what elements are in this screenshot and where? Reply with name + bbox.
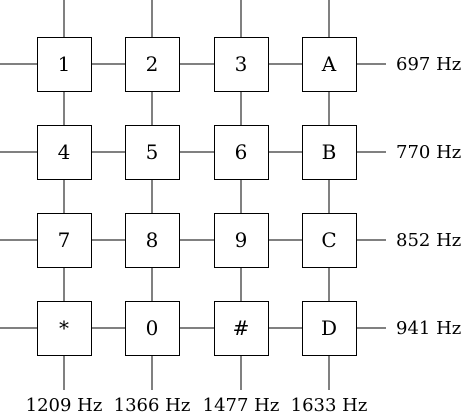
row-frequency-label: 770 Hz: [396, 142, 461, 163]
keypad-keys: 1 2 3 A 4 5 6 B 7 8 9 C * 0 # D: [37, 37, 357, 356]
row-frequency-labels: 697 Hz 770 Hz 852 Hz 941 Hz: [396, 54, 461, 339]
key-label: C: [321, 228, 336, 252]
key-box: [37, 37, 92, 92]
key-label: 1: [58, 52, 71, 76]
key-box: [214, 37, 269, 92]
row-frequency-label: 941 Hz: [396, 318, 461, 339]
key-box: [214, 301, 269, 356]
key-box: [37, 301, 92, 356]
key-box: [302, 37, 357, 92]
key-box: [125, 301, 180, 356]
key-box: [302, 213, 357, 268]
column-frequency-label: 1477 Hz: [203, 395, 280, 416]
key-label: 6: [235, 140, 248, 164]
key-box: [302, 301, 357, 356]
key-label: 7: [58, 228, 71, 252]
key-label: 3: [235, 52, 248, 76]
row-frequency-label: 697 Hz: [396, 54, 461, 75]
key-box: [125, 213, 180, 268]
key-label: #: [233, 316, 250, 340]
key-label: D: [321, 316, 337, 340]
key-box: [37, 213, 92, 268]
key-label: 4: [58, 140, 71, 164]
key-label: 0: [146, 316, 159, 340]
key-box: [214, 125, 269, 180]
key-label: 9: [235, 228, 248, 252]
key-box: [125, 125, 180, 180]
key-box: [37, 125, 92, 180]
key-label: 8: [146, 228, 159, 252]
key-box: [214, 213, 269, 268]
key-label: A: [321, 52, 337, 76]
key-box: [125, 37, 180, 92]
key-label: 5: [146, 140, 159, 164]
column-frequency-label: 1633 Hz: [291, 395, 368, 416]
key-label: *: [59, 316, 69, 340]
column-frequency-label: 1366 Hz: [114, 395, 191, 416]
key-label: 2: [146, 52, 159, 76]
key-label: B: [322, 140, 337, 164]
column-frequency-label: 1209 Hz: [26, 395, 103, 416]
key-box: [302, 125, 357, 180]
row-frequency-label: 852 Hz: [396, 230, 461, 251]
column-frequency-labels: 1209 Hz 1366 Hz 1477 Hz 1633 Hz: [26, 395, 368, 416]
